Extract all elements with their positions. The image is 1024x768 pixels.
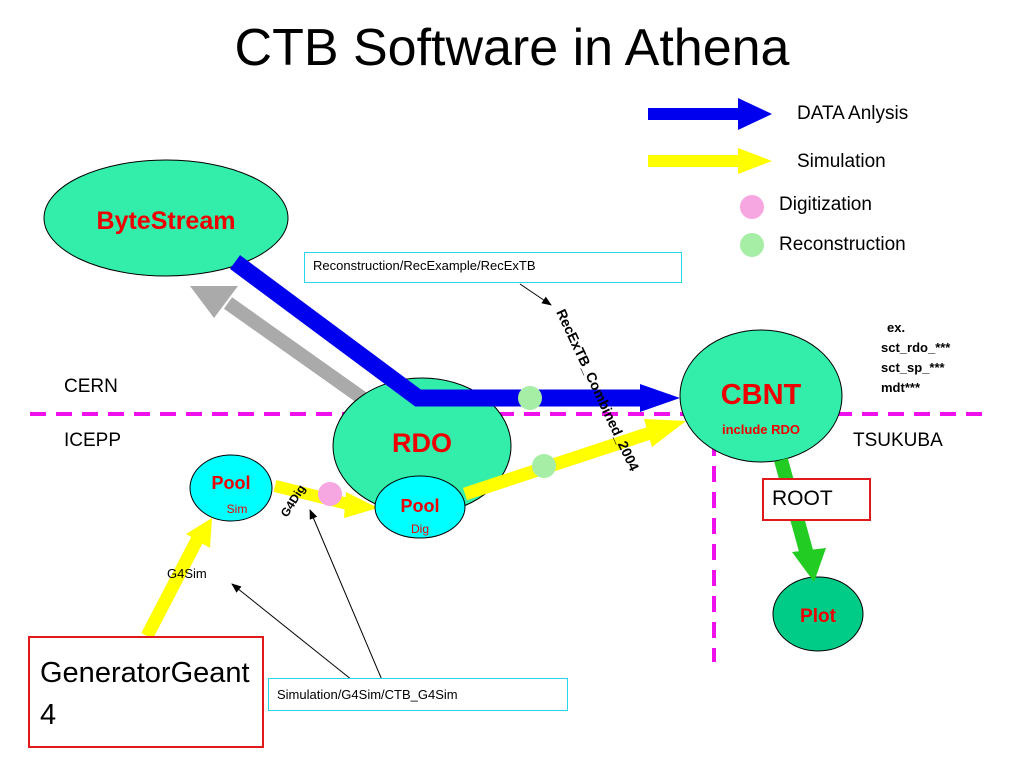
pool-dig-label: Pool bbox=[400, 496, 440, 516]
example-item: mdt*** bbox=[881, 380, 921, 395]
legend-label-reconstruction: Reconstruction bbox=[779, 234, 906, 255]
rdo-label: RDO bbox=[392, 428, 452, 458]
cbnt-label: CBNT bbox=[720, 379, 802, 411]
pool-sim-label: Pool bbox=[211, 473, 251, 493]
cbnt-node bbox=[679, 329, 843, 463]
legend-label-digitization: Digitization bbox=[779, 194, 872, 215]
plot-node bbox=[772, 576, 864, 652]
cern-label: CERN bbox=[64, 376, 118, 397]
legend-label-data: DATA Anlysis bbox=[797, 103, 909, 124]
pool-sim-sublabel: Sim bbox=[226, 502, 248, 516]
return-arrow bbox=[190, 286, 370, 406]
cbnt-sublabel: include RDO bbox=[721, 422, 800, 437]
simulation-arrow-g4sim bbox=[141, 518, 212, 640]
bytestream-node bbox=[43, 159, 289, 277]
icepp-label: ICEPP bbox=[64, 430, 122, 451]
pointer-arrow-recextb bbox=[519, 283, 552, 306]
pool-sim-node bbox=[189, 454, 273, 522]
example-list: ex. sct_rdo_*** sct_sp_*** mdt*** bbox=[881, 318, 950, 398]
reconstruction-path-box: Reconstruction/RecExample/RecExTB bbox=[304, 252, 682, 283]
root-box: ROOT bbox=[762, 478, 871, 521]
g4sim-label: G4Sim bbox=[167, 566, 207, 581]
pointer-arrow-g4sim bbox=[231, 583, 353, 681]
data-analysis-arrow bbox=[229, 255, 680, 412]
simulation-path-box: Simulation/G4Sim/CTB_G4Sim bbox=[268, 678, 568, 711]
example-item: sct_rdo_*** bbox=[881, 340, 951, 355]
legend-label-simulation: Simulation bbox=[797, 151, 886, 172]
pool-dig-sublabel: Dig bbox=[410, 522, 429, 536]
pool-dig-node bbox=[374, 475, 466, 539]
example-item: sct_sp_*** bbox=[881, 360, 945, 375]
page-title: CTB Software in Athena bbox=[234, 19, 790, 77]
legend-sim-arrow bbox=[648, 148, 772, 174]
bytestream-label: ByteStream bbox=[96, 207, 236, 235]
plot-label: Plot bbox=[800, 606, 836, 627]
legend-data-arrow bbox=[648, 98, 772, 130]
digitization-dot bbox=[318, 482, 342, 506]
simulation-arrow-reco bbox=[462, 419, 686, 501]
legend-digitization-dot bbox=[740, 195, 764, 219]
simulation-arrow-g4dig bbox=[273, 480, 378, 518]
reconstruction-dot-sim bbox=[532, 454, 556, 478]
legend-reconstruction-dot bbox=[740, 233, 764, 257]
example-item: ex. bbox=[887, 320, 906, 335]
reconstruction-dot bbox=[518, 386, 542, 410]
pointer-arrow-g4dig bbox=[309, 509, 383, 681]
tsukuba-label: TSUKUBA bbox=[853, 430, 943, 451]
generator-box: GeneratorGeant4 bbox=[28, 636, 264, 748]
